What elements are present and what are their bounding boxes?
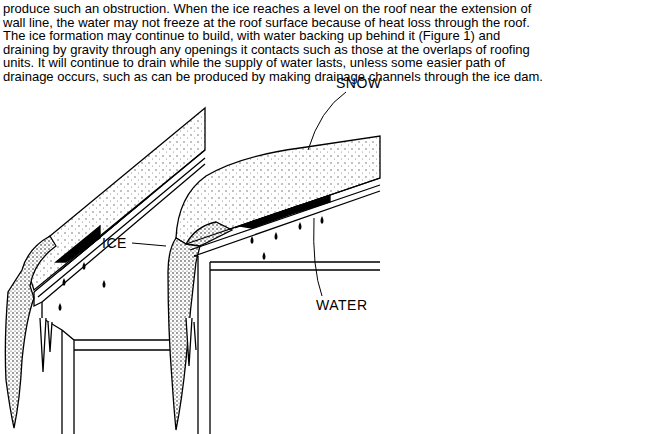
callout-label: ICE [102, 236, 127, 250]
water-pool [240, 196, 330, 228]
icicles [40, 318, 52, 372]
wall [194, 256, 380, 434]
ice-dam [186, 222, 232, 246]
low-slope-roof-figure [168, 92, 380, 434]
body-text-line: produce such an obstruction. When the ic… [3, 2, 531, 15]
shingles [235, 195, 330, 228]
steep-roof-figure [5, 108, 205, 434]
icicles [186, 318, 196, 366]
body-text-line: drainage occurs, such as can be produced… [3, 70, 543, 83]
water-leader [314, 218, 322, 296]
body-text-line: draining by gravity through any openings… [3, 43, 530, 56]
roof-deck [186, 178, 380, 256]
ice-column [168, 238, 200, 430]
ice-leader [132, 243, 166, 246]
water-pool [56, 226, 100, 262]
body-text-line: units. It will continue to drain while t… [3, 56, 505, 69]
ice-column [5, 236, 56, 428]
shingles [60, 196, 150, 271]
body-text-line: wall line, the water may not freeze at t… [3, 16, 530, 29]
water-drops [59, 262, 106, 311]
callout-label: SNOW [336, 76, 382, 90]
fascia [34, 292, 42, 306]
callout-label: WATER [316, 298, 368, 312]
snow-leader [308, 92, 346, 150]
body-text-line: The ice formation may continue to build,… [3, 29, 500, 42]
water-drops [251, 216, 324, 260]
